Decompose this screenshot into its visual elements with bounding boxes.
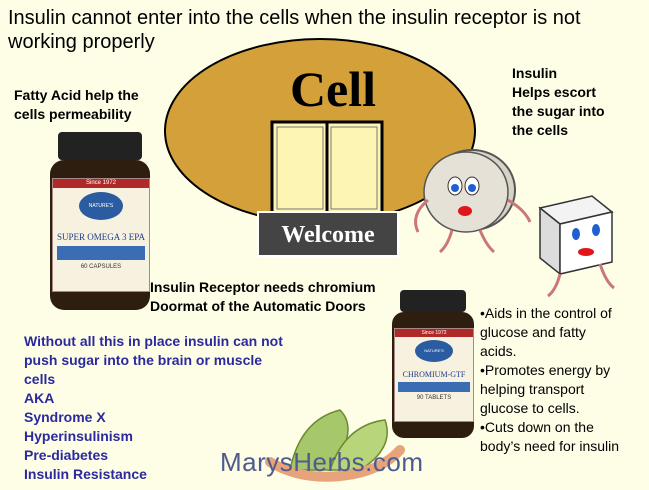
chromium-product-image: Since 1972 NATURE'S SUNSHINE CHROMIUM-GT… [386,290,480,440]
chromium-brand: NATURE'S SUNSHINE [415,340,453,362]
welcome-sign-text: Welcome [281,222,375,248]
chromium-benefits-list: •Aids in the control of glucose and fatt… [480,305,620,454]
insulin-note: Insulin Helps escort the sugar into the … [512,65,605,138]
site-logo-text: MarysHerbs.com [220,447,424,477]
insulin-resistance-note: Without all this in place insulin can no… [24,333,283,482]
herb-hand-logo [265,409,405,482]
omega-since: Since 1972 [53,179,149,188]
welcome-mat [257,211,399,257]
chromium-qty: 90 TABLETS [416,395,452,401]
slide-title: Insulin cannot enter into the cells when… [8,7,581,53]
cell-label: Cell [289,61,377,117]
omega-qty: 60 CAPSULES [80,264,122,270]
omega-brand: NATURE'S SUNSHINE [79,192,123,220]
omega-name: SUPER OMEGA 3 EPA [57,232,145,242]
insulin-character-illustration [414,149,532,254]
sugar-cube-illustration [538,195,615,298]
fatty-acid-note: Fatty Acid help the cells permeability [14,87,139,122]
chromium-name: CHROMIUM-GTF [402,370,466,379]
chromium-since: Since 1972 [395,329,473,337]
receptor-note: Insulin Receptor needs chromium Doormat … [150,279,376,314]
omega-product-image: Since 1972 NATURE'S SUNSHINE SUPER OMEGA… [40,132,160,312]
